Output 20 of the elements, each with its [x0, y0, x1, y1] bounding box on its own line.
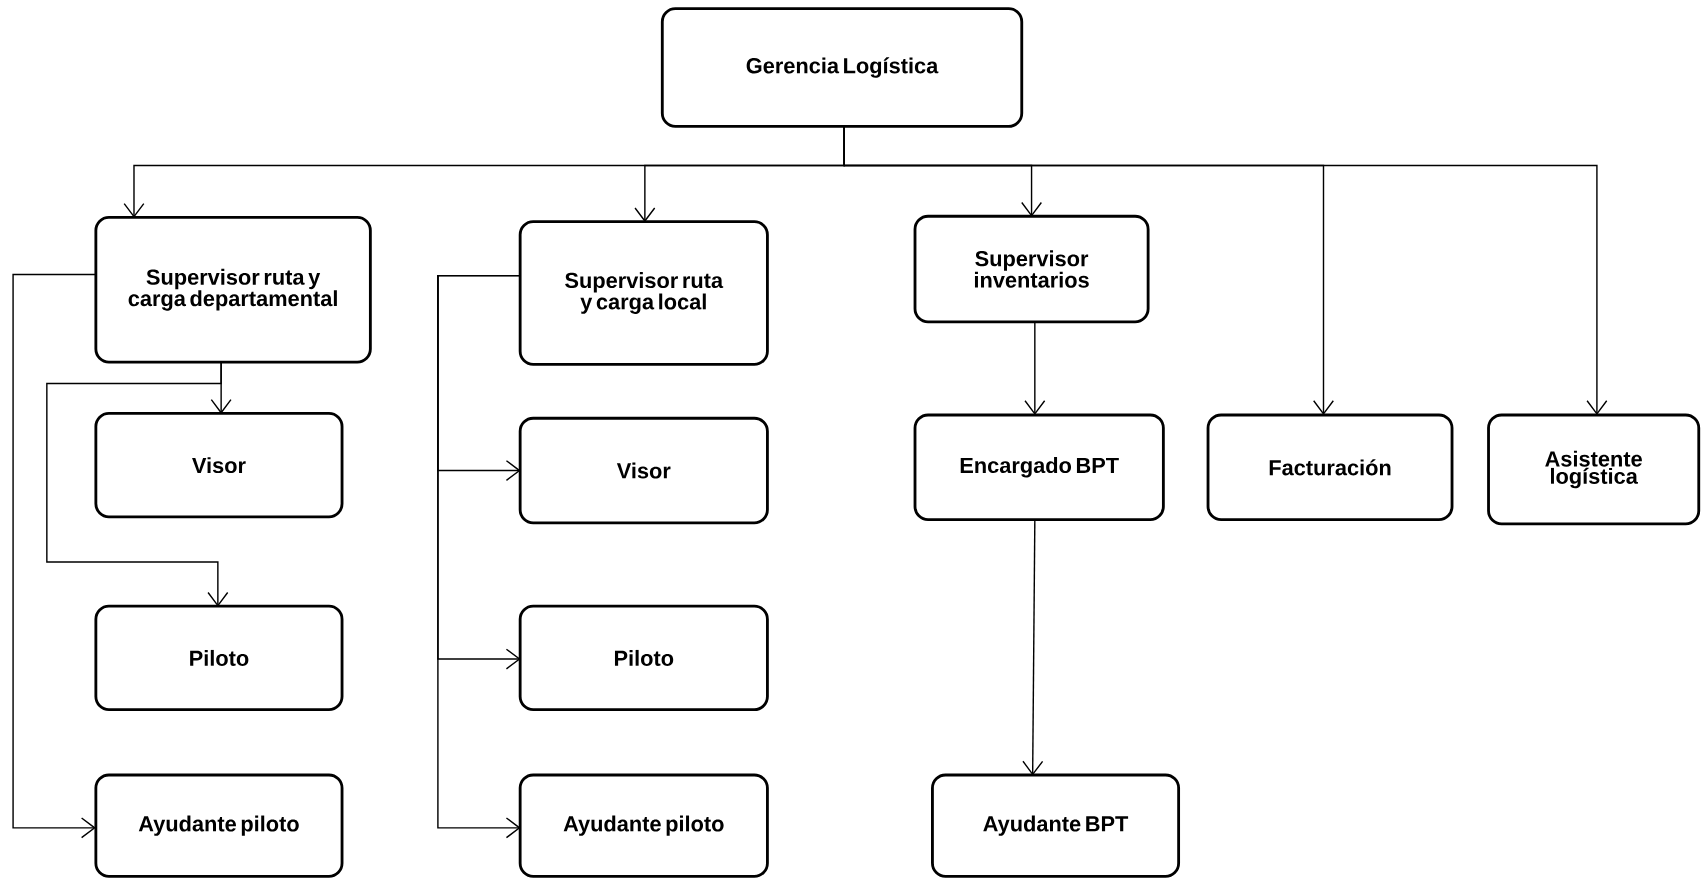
org-box: Encargado BPT — [913, 413, 1165, 521]
org-box: Gerencia Logística — [660, 7, 1024, 128]
arrow — [1022, 518, 1044, 776]
org-box: Ayudante piloto — [518, 773, 769, 878]
arrow — [437, 274, 522, 839]
org-box: Supervisor ruta y carga local — [518, 220, 769, 366]
org-box: Asistente logística — [1487, 413, 1701, 526]
org-box: Supervisor inventarios — [913, 214, 1150, 324]
arrow — [843, 125, 1608, 415]
arrow — [1024, 321, 1046, 415]
arrow — [46, 361, 229, 607]
org-box: Visor — [94, 411, 344, 519]
arrow — [12, 273, 97, 839]
org-box: Supervisor ruta y carga departamental — [94, 215, 372, 364]
org-box: Piloto — [94, 604, 344, 711]
org-box: Visor — [518, 416, 769, 525]
org-box: Ayudante piloto — [94, 773, 344, 878]
org-box: Ayudante BPT — [931, 773, 1181, 878]
org-box: Facturación — [1206, 413, 1454, 521]
org-box: Piloto — [518, 604, 769, 711]
